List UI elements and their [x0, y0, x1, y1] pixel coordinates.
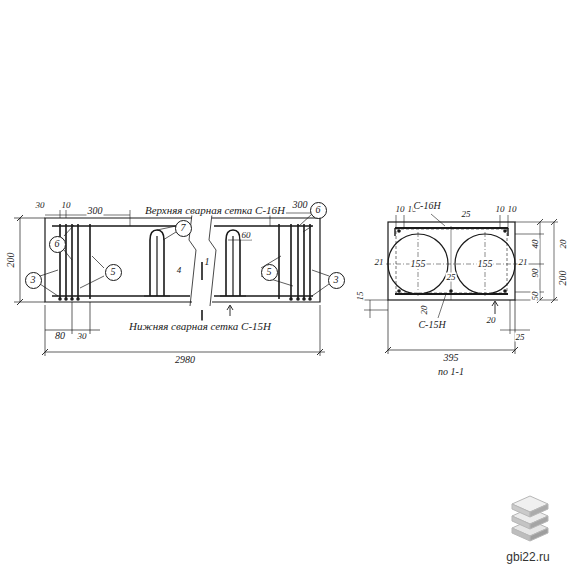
section-title: по 1-1 [437, 367, 465, 377]
dimension: 4 [176, 266, 183, 275]
dimension: 10 [495, 205, 506, 214]
dimension: 25 [515, 333, 526, 342]
dimension: 155 [410, 259, 427, 269]
dimension: 25 [461, 210, 472, 219]
dimension: 21 [374, 258, 385, 267]
mesh-note: Нижняя сварная сетка С-15Н [128, 321, 272, 332]
dimension: 300 [292, 200, 309, 210]
dimension: 15 [356, 291, 365, 302]
callout-number: 3 [334, 275, 339, 285]
mesh-label: С-16Н [412, 201, 441, 211]
callout-number: 5 [111, 267, 116, 277]
dimension: 200 [558, 270, 568, 287]
callout-circle: 5 [105, 264, 122, 281]
callout-circle: 7 [175, 220, 192, 237]
callout-circle: 6 [310, 202, 327, 219]
dimension: 50 [531, 291, 540, 302]
callout-circle: 5 [261, 264, 278, 281]
dimension: 200 [6, 252, 16, 269]
dimension: 2980 [174, 355, 196, 365]
callout-number: 3 [31, 275, 36, 285]
dimension: 80 [54, 331, 66, 341]
dimension: 21 [518, 258, 529, 267]
dimension: 10 [395, 205, 406, 214]
dimension: 60 [241, 231, 252, 240]
section-mark: 1 [204, 257, 211, 267]
watermark: gbi22.ru [505, 551, 550, 563]
dimension: 20 [486, 316, 497, 325]
dimension: 300 [87, 206, 104, 216]
dimension: 10 [507, 205, 518, 214]
dimension: 30 [77, 332, 88, 341]
callout-circle: 3 [328, 272, 345, 289]
callout-number: 5 [267, 267, 272, 277]
callout-number: 6 [316, 205, 321, 215]
dimension: 10 [61, 201, 72, 210]
callout-circle: 3 [25, 272, 42, 289]
dimension: 395 [443, 353, 460, 363]
dimension: 20 [420, 305, 429, 316]
dimension: 25 [446, 273, 457, 282]
callout-number: 6 [55, 239, 60, 249]
dimension: 20 [559, 239, 568, 250]
dimension: 40 [531, 239, 540, 250]
mesh-label: С-15Н [417, 320, 446, 330]
callout-circle: 6 [49, 236, 66, 253]
dimension: 155 [477, 259, 494, 269]
callout-number: 7 [181, 223, 186, 233]
mesh-note: Верхняя сварная сетка С-16Н [144, 205, 286, 216]
dimension: 90 [531, 268, 540, 279]
dimension: 30 [35, 201, 46, 210]
